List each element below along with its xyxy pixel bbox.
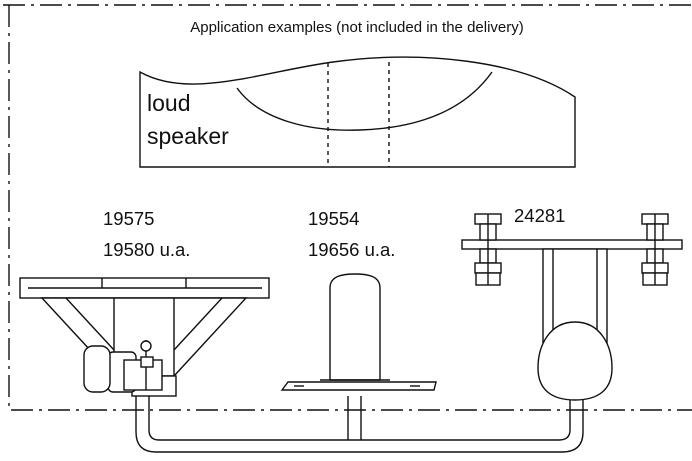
- diagram-title: Application examples (not included in th…: [190, 19, 524, 36]
- mounting-pole: [135, 396, 584, 453]
- part-left-number-1: 19575: [103, 208, 154, 229]
- stand-center: [280, 273, 437, 391]
- bracket-left: [19, 277, 270, 397]
- part-left-number-2: 19580 u.a.: [103, 239, 190, 260]
- speaker-label-line2: speaker: [147, 123, 229, 149]
- part-center-number-1: 19554: [308, 208, 359, 229]
- bracket-right: [461, 213, 683, 401]
- part-right-number-1: 24281: [514, 205, 565, 226]
- speaker-label-line1: loud: [147, 90, 190, 116]
- boundary-line: [3, 4, 692, 411]
- part-center-number-2: 19656 u.a.: [308, 239, 395, 260]
- loudspeaker-drawing: [139, 56, 576, 168]
